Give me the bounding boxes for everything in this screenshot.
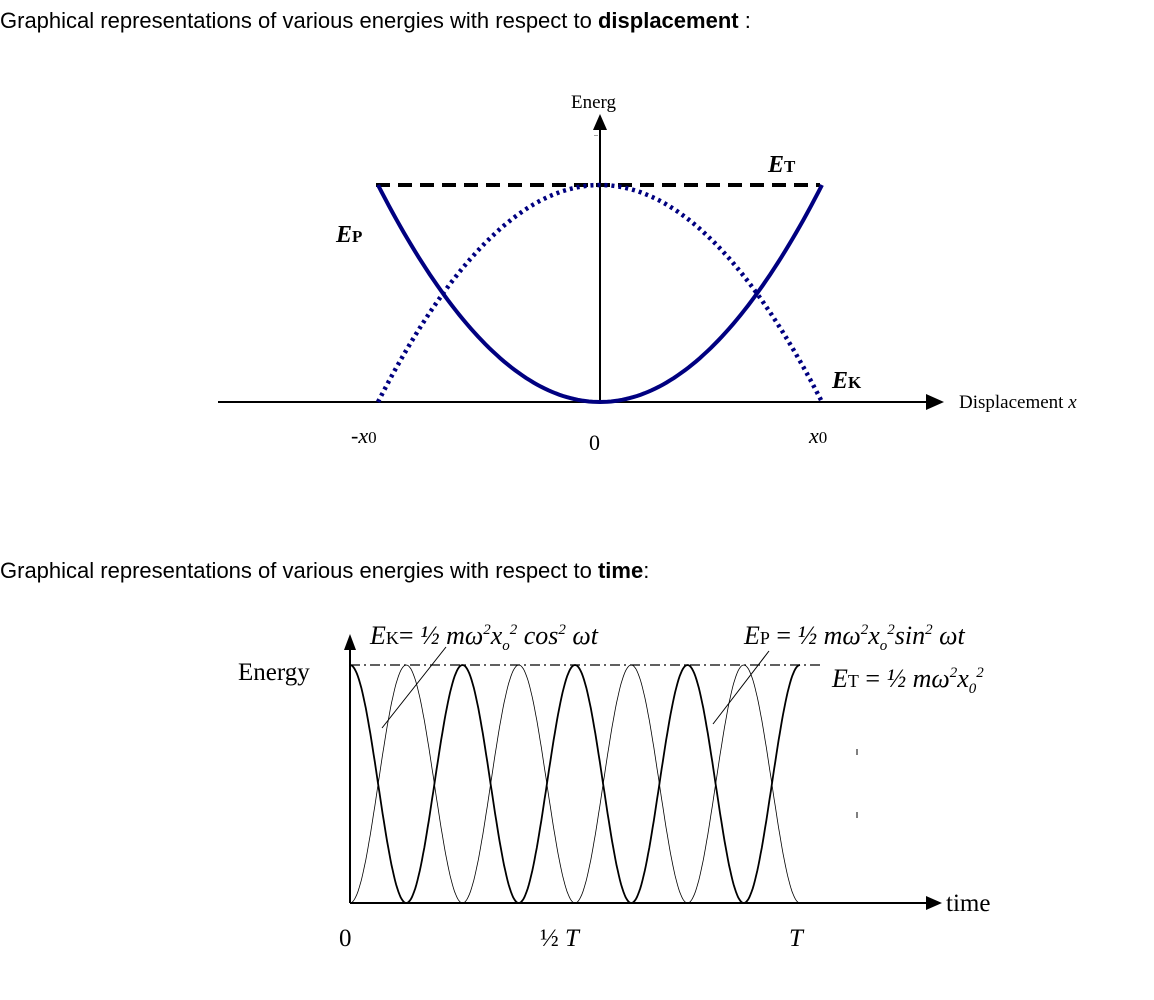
g1-potential-energy-label: EP bbox=[335, 222, 362, 248]
g1-tick-zero: 0 bbox=[589, 430, 600, 455]
g2-x-axis-label: time bbox=[946, 890, 990, 917]
g1-kinetic-energy-label: EK bbox=[831, 368, 862, 394]
g2-potential-energy-curve bbox=[349, 664, 801, 904]
g2-kinetic-energy-curve bbox=[349, 664, 801, 904]
heading-displacement-bold: displacement bbox=[597, 8, 739, 33]
g2-y-axis-label: Energy bbox=[238, 659, 310, 686]
time-graph: Energy time 0 ½ T T EK= ½ mω2xo2 cos2 ωt… bbox=[238, 621, 990, 952]
g1-tick-x0: x0 bbox=[808, 423, 827, 448]
heading-displacement-text: Graphical representations of various ene… bbox=[0, 8, 598, 33]
g1-y-axis-label-overflow: .. bbox=[594, 129, 598, 138]
g2-x-axis-arrow bbox=[926, 896, 942, 910]
heading-time: Graphical representations of various ene… bbox=[0, 558, 649, 584]
heading-time-suffix: : bbox=[643, 558, 650, 583]
g2-ek-formula: EK= ½ mω2xo2 cos2 ωt bbox=[369, 621, 599, 654]
g2-tick-zero: 0 bbox=[339, 925, 352, 952]
g2-tick-half-T: ½ T bbox=[540, 925, 581, 952]
g1-y-axis-label: Energ bbox=[571, 92, 617, 113]
g1-tick-neg-x0: -x0 bbox=[351, 423, 377, 448]
g2-y-axis-arrow bbox=[344, 634, 356, 650]
g1-potential-energy-curve bbox=[376, 184, 824, 405]
displacement-graph: Energ .. ET EP EK Displacement x -x0 0 x… bbox=[218, 92, 1077, 455]
g1-kinetic-energy-curve bbox=[375, 182, 825, 404]
g1-total-energy-label: ET bbox=[767, 152, 796, 178]
g2-et-formula: ET = ½ mω2x02 bbox=[831, 664, 984, 697]
g1-x-axis-arrow bbox=[926, 394, 944, 410]
heading-time-text: Graphical representations of various ene… bbox=[0, 558, 598, 583]
heading-time-bold: time bbox=[597, 558, 644, 583]
g2-ep-pointer bbox=[712, 650, 770, 725]
g1-y-axis-arrow bbox=[593, 114, 607, 130]
g1-x-axis-label: Displacement x bbox=[959, 392, 1077, 413]
heading-displacement-suffix: : bbox=[738, 8, 751, 33]
g2-tick-T: T bbox=[789, 925, 805, 952]
g2-ep-formula: EP = ½ mω2xo2sin2 ωt bbox=[743, 621, 965, 654]
g2-ek-pointer bbox=[381, 646, 447, 729]
heading-displacement: Graphical representations of various ene… bbox=[0, 8, 751, 34]
